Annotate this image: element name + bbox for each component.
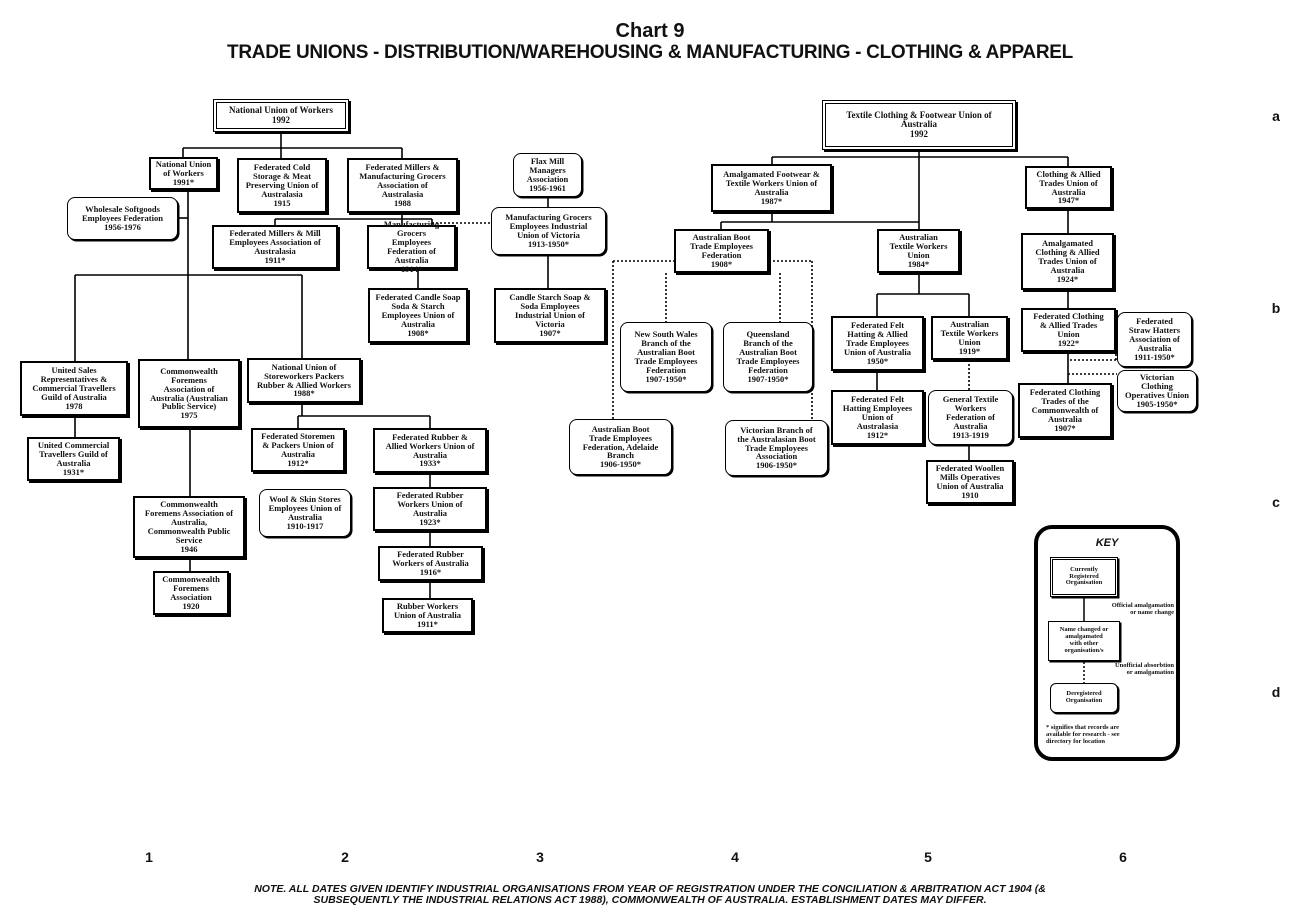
key-unofficial-label: Unofficial absorbtion or amalgamation — [1114, 662, 1174, 676]
org-node-nuw: National Union of Workers 1992 — [213, 99, 349, 132]
org-node-coldstorage: Federated Cold Storage & Meat Preserving… — [237, 158, 327, 213]
org-node-nuw1991: National Union of Workers 1991* — [149, 157, 218, 190]
org-node-millers-grocers: Federated Millers & Manufacturing Grocer… — [347, 158, 458, 213]
org-node-rubber-allied: Federated Rubber & Allied Workers Union … — [373, 428, 487, 473]
key-title: KEY — [1095, 537, 1119, 549]
org-node-rubber-1923: Federated Rubber Workers Union of Austra… — [373, 487, 487, 531]
chart-subtitle: TRADE UNIONS - DISTRIBUTION/WAREHOUSING … — [227, 42, 1073, 63]
key-changed-box: Name changed or amalgamated with other o… — [1048, 621, 1120, 661]
org-node-felt-hatting-1950: Federated Felt Hatting & Allied Trade Em… — [831, 316, 924, 371]
org-node-wool-skin: Wool & Skin Stores Employees Union of Au… — [259, 489, 351, 537]
key-official-label: Official amalgamation or name change — [1111, 602, 1174, 616]
org-node-fed-clothing-1922: Federated Clothing & Allied Trades Union… — [1021, 308, 1116, 352]
org-node-clothing-cwlth: Federated Clothing Trades of the Commonw… — [1018, 383, 1112, 438]
key-current-box: Currently Registered Organisation — [1050, 557, 1118, 597]
org-node-storeworkers: National Union of Storeworkers Packers R… — [247, 358, 361, 403]
org-node-amalg-clothing: Amalgamated Clothing & Allied Trades Uni… — [1021, 233, 1114, 290]
row-label-a: a — [1272, 108, 1280, 124]
org-node-mfg-grocers-vic: Manufacturing Grocers Employees Industri… — [491, 207, 606, 255]
org-node-foremens-1946: Commonwealth Foremens Association of Aus… — [133, 496, 245, 558]
org-node-travellers: United Commercial Travellers Guild of Au… — [27, 437, 120, 481]
row-label-c: c — [1272, 494, 1280, 510]
org-node-general-textile: General Textile Workers Federation of Au… — [928, 390, 1013, 445]
org-node-vic-boot: Victorian Branch of the Australasian Boo… — [725, 420, 828, 476]
org-node-foremens-1975: Commonwealth Foremens Association of Aus… — [138, 359, 240, 428]
column-label-6: 6 — [1119, 849, 1127, 865]
legend-key: KEY Currently Registered Organisation Of… — [1034, 525, 1180, 761]
column-label-1: 1 — [145, 849, 153, 865]
footer-note: NOTE. ALL DATES GIVEN IDENTIFY INDUSTRIA… — [254, 883, 1046, 907]
column-label-2: 2 — [341, 849, 349, 865]
chart-title: Chart 9 — [615, 20, 685, 42]
row-label-d: d — [1271, 684, 1281, 700]
org-node-adelaide-boot: Australian Boot Trade Employees Federati… — [569, 419, 672, 475]
column-label-4: 4 — [731, 849, 739, 865]
org-node-millers-mill: Federated Millers & Mill Employees Assoc… — [212, 225, 338, 269]
key-footnote: * signifies that records are available f… — [1046, 724, 1120, 745]
org-node-felt-hatting-1912: Federated Felt Hatting Employees Union o… — [831, 390, 924, 445]
row-label-b: b — [1271, 300, 1281, 316]
org-node-rubber-1911: Rubber Workers Union of Australia 1911* — [382, 598, 473, 633]
org-node-foremens-1920: Commonwealth Foremens Association 1920 — [153, 571, 229, 615]
org-node-mfg-grocers-fed: Manufacturing Grocers Employees Federati… — [367, 220, 456, 273]
key-dereg-box: Deregistered Organisation — [1050, 683, 1118, 713]
org-node-qld-boot: Queensland Branch of the Australian Boot… — [723, 322, 813, 392]
org-node-candle-fed: Federated Candle Soap Soda & Starch Empl… — [368, 288, 468, 343]
org-node-tcfua: Textile Clothing & Footwear Union of Aus… — [822, 100, 1016, 150]
org-node-textile-1984: Australian Textile Workers Union 1984* — [877, 229, 960, 273]
org-node-sales-reps: United Sales Representatives & Commercia… — [20, 361, 128, 416]
org-node-nsw-boot: New South Wales Branch of the Australian… — [620, 322, 712, 392]
column-label-5: 5 — [924, 849, 932, 865]
org-node-vic-clothing: Victorian Clothing Operatives Union 1905… — [1117, 370, 1197, 412]
key-connectors — [1083, 598, 1085, 683]
org-node-straw-hatters: Federated Straw Hatters Association of A… — [1117, 312, 1192, 367]
org-node-candle-vic: Candle Starch Soap & Soda Employees Indu… — [494, 288, 606, 343]
org-node-rubber-1916: Federated Rubber Workers of Australia 19… — [378, 546, 483, 581]
org-node-flaxmill: Flax Mill Managers Association 1956-1961 — [513, 153, 582, 197]
org-node-boot-fed: Australian Boot Trade Employees Federati… — [674, 229, 769, 273]
column-label-3: 3 — [536, 849, 544, 865]
org-node-textile-1919: Australian Textile Workers Union 1919* — [931, 316, 1008, 360]
org-node-woollen-mills: Federated Woollen Mills Operatives Union… — [926, 460, 1014, 504]
org-node-clothing-allied: Clothing & Allied Trades Union of Austra… — [1025, 166, 1112, 209]
org-node-footwear-textile: Amalgamated Footwear & Textile Workers U… — [711, 164, 832, 212]
org-node-softgoods: Wholesale Softgoods Employees Federation… — [67, 197, 178, 240]
org-node-storemen: Federated Storemen & Packers Union of Au… — [251, 428, 345, 472]
